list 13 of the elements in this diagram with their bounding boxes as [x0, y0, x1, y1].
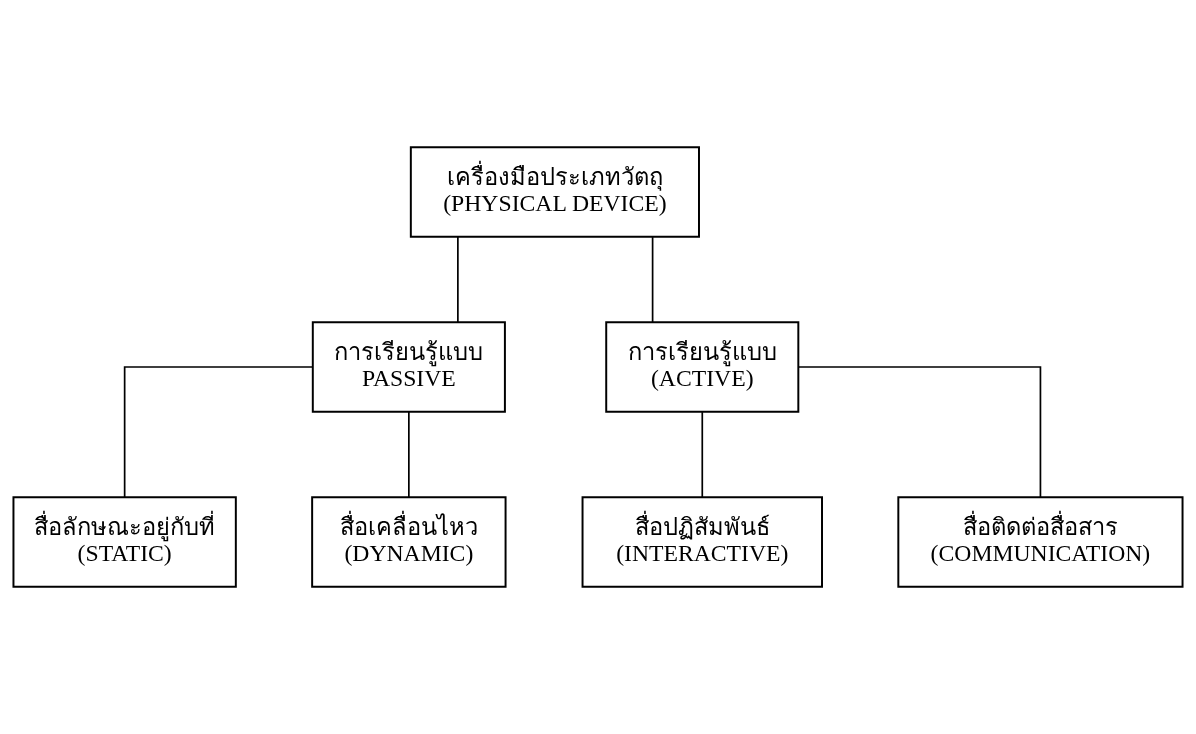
node-box: การเรียนรู้แบบ (ACTIVE)	[605, 321, 800, 413]
node-box: สื่อติดต่อสื่อสาร (COMMUNICATION)	[897, 496, 1184, 588]
node-box: สื่อลักษณะอยู่กับที่ (STATIC)	[12, 496, 237, 588]
connector	[797, 366, 1042, 498]
connector	[123, 366, 314, 498]
connector	[701, 411, 704, 498]
node-box: สื่อเคลื่อนไหว (DYNAMIC)	[311, 496, 507, 588]
node-box: เครื่องมือประเภทวัตถุ (PHYSICAL DEVICE)	[409, 146, 700, 238]
connector	[457, 236, 459, 323]
connector	[408, 411, 410, 498]
node-box: สื่อปฏิสัมพันธ์ (INTERACTIVE)	[581, 496, 823, 588]
node-box: การเรียนรู้แบบ PASSIVE	[311, 321, 506, 413]
connector	[651, 236, 654, 323]
